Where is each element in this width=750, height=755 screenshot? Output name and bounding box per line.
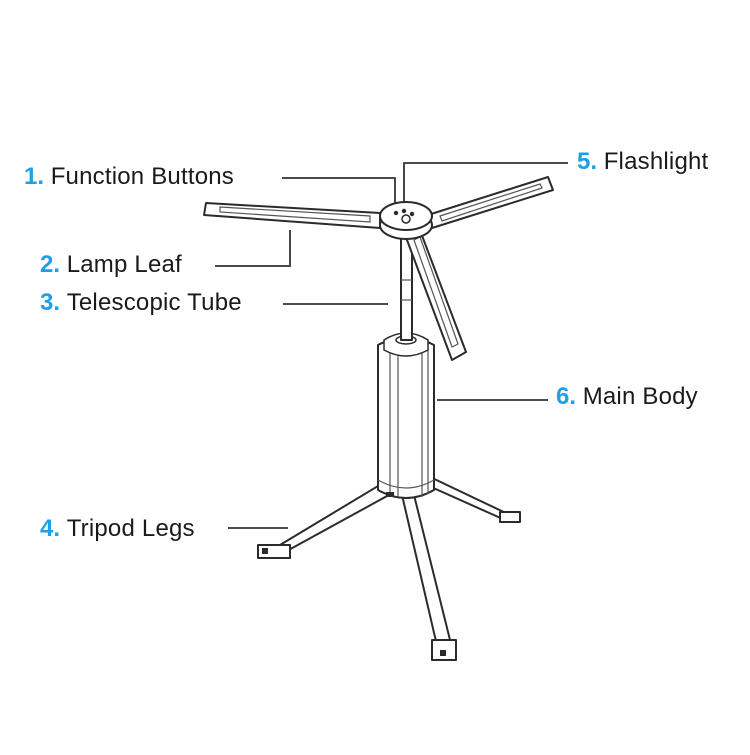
callout-number: 3. [40,289,61,316]
callout-label: Main Body [582,383,698,410]
callout-label: Flashlight [603,148,709,175]
callout-main-body: 6. Main Body [556,383,698,411]
callout-telescopic-tube: 3. Telescopic Tube [40,289,242,317]
callout-label: Function Buttons [50,163,234,190]
callout-label: Telescopic Tube [66,289,242,316]
leader-lines [215,162,568,529]
function-button-1 [393,210,399,216]
leader-flashlight [403,162,568,203]
main-body [377,332,435,499]
callout-lamp-leaf: 2. Lamp Leaf [40,251,182,279]
tripod-foot-right [499,511,521,523]
callout-number: 5. [577,148,598,175]
callout-number: 2. [40,251,61,278]
callout-number: 6. [556,383,577,410]
callout-number: 1. [24,163,45,190]
telescopic-tube [400,237,413,341]
lamp-leaf-right [427,176,554,229]
function-button-2 [401,208,407,214]
hub [379,201,433,240]
tripod-legs [257,475,521,661]
callout-label: Lamp Leaf [66,251,182,278]
leader-function-buttons [282,177,396,208]
callout-function-buttons: 1. Function Buttons [24,163,234,191]
flashlight-lens [401,214,411,224]
leader-lamp-leaf [215,230,291,267]
callout-label: Tripod Legs [66,515,195,542]
callout-tripod-legs: 4. Tripod Legs [40,515,195,543]
tripod-leg-front [401,494,453,651]
function-button-3 [409,211,415,217]
lamp-leaves [203,176,554,361]
callout-flashlight: 5. Flashlight [577,148,708,176]
callout-number: 4. [40,515,61,542]
